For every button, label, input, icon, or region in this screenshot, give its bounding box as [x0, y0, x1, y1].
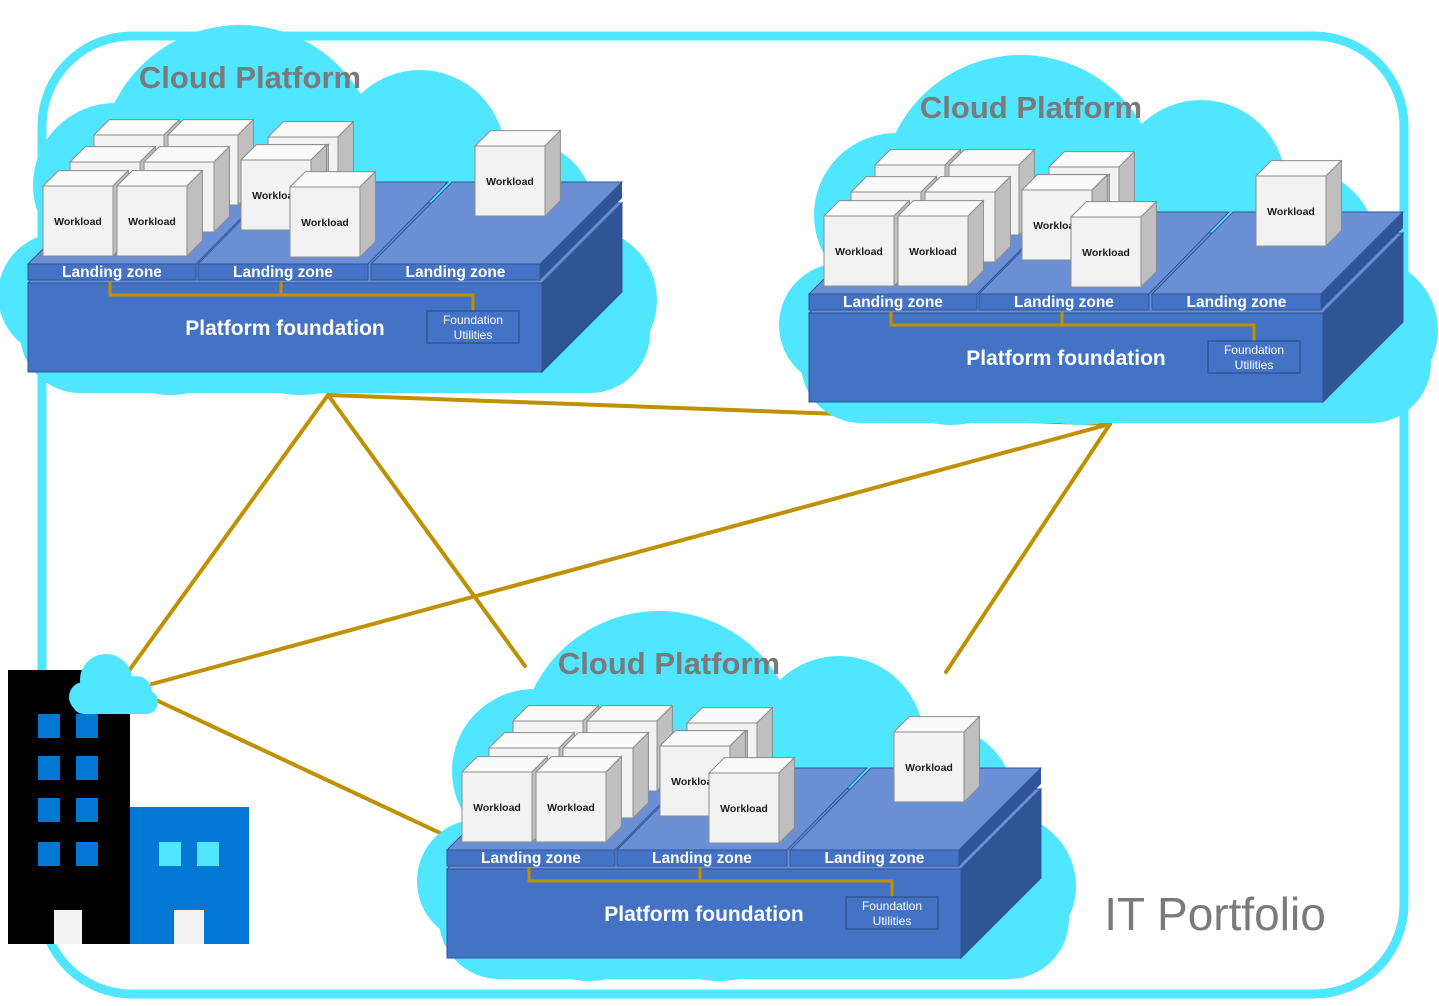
- workload-cube: Workload: [1254, 159, 1343, 248]
- foundation-utilities-label: Foundation: [443, 313, 503, 327]
- landing-zone-label: Landing zone: [843, 294, 943, 311]
- platform-foundation-label: Platform foundation: [966, 347, 1165, 370]
- connection-line: [126, 393, 330, 674]
- platform-foundation-label: Platform foundation: [185, 317, 384, 340]
- workload-cube: Workload: [115, 169, 204, 258]
- connection-line: [154, 698, 457, 842]
- landing-zone-label: Landing zone: [406, 264, 506, 281]
- workload-label: Workload: [1267, 206, 1315, 218]
- workload-label: Workload: [835, 246, 883, 258]
- it-portfolio-label: IT Portfolio: [1104, 888, 1326, 940]
- connection-line: [150, 422, 1112, 686]
- landing-zone-label: Landing zone: [1187, 294, 1287, 311]
- landing-zone-label: Landing zone: [652, 850, 752, 867]
- landing-zone-side: [1321, 212, 1403, 310]
- workload-label: Workload: [54, 216, 102, 228]
- landing-zone-label: Landing zone: [481, 850, 581, 867]
- workload-label: Workload: [671, 776, 719, 788]
- landing-zone-connectors: [889, 311, 1256, 342]
- workload-cube: Workload: [896, 199, 985, 288]
- landing-zone-label: Landing zone: [825, 850, 925, 867]
- workload-label: Workload: [486, 176, 534, 188]
- workload-label: Workload: [547, 802, 595, 814]
- on-premises-building-icon: [8, 654, 249, 944]
- tower-windows: [38, 714, 98, 866]
- annex-door: [174, 910, 204, 944]
- foundation-utilities-label: Utilities: [1235, 358, 1274, 372]
- landing-zone-connectors: [527, 867, 894, 898]
- foundation-utilities-label: Utilities: [873, 914, 912, 928]
- landing-zone: Landing zone: [1150, 211, 1405, 311]
- tower-door: [54, 910, 82, 944]
- landing-zone-connectors: [108, 281, 475, 312]
- workload-cube: Workload: [460, 755, 549, 844]
- workload-label: Workload: [905, 762, 953, 774]
- cloud-platform-title: Cloud Platform: [920, 90, 1142, 125]
- workload-cube: Workload: [41, 169, 130, 258]
- landing-zone: Landing zone: [369, 181, 624, 281]
- workload-cube: Workload: [473, 129, 562, 218]
- connection-line: [326, 393, 527, 668]
- workload-cube: Workload: [534, 755, 623, 844]
- workload-label: Workload: [473, 802, 521, 814]
- foundation-utilities-label: Foundation: [1224, 343, 1284, 357]
- workload-label: Workload: [128, 216, 176, 228]
- workload-label: Workload: [301, 217, 349, 229]
- cloud-icon: [69, 654, 158, 714]
- annex-window: [197, 842, 219, 866]
- connection-line: [944, 422, 1112, 674]
- workload-cube: Workload: [1069, 200, 1158, 289]
- workload-cube: Workload: [822, 199, 911, 288]
- building-tower: [8, 670, 130, 944]
- cloud-platform-title: Cloud Platform: [558, 646, 780, 681]
- annex-window: [159, 842, 181, 866]
- workload-cube: Workload: [892, 715, 981, 804]
- workload-cube: Workload: [288, 170, 377, 259]
- it-portfolio-border: [37, 31, 1409, 999]
- cloud-platform-title: Cloud Platform: [139, 60, 361, 95]
- foundation-utilities-label: Foundation: [862, 899, 922, 913]
- landing-zone-label: Landing zone: [62, 264, 162, 281]
- landing-zone-side: [540, 182, 622, 280]
- workload-label: Workload: [1033, 220, 1081, 232]
- landing-zone-label: Landing zone: [233, 264, 333, 281]
- workload-label: Workload: [909, 246, 957, 258]
- workload-label: Workload: [252, 190, 300, 202]
- workload-label: Workload: [1082, 247, 1130, 259]
- workload-label: Workload: [720, 803, 768, 815]
- platform-foundation-label: Platform foundation: [604, 903, 803, 926]
- foundation-utilities-label: Utilities: [454, 328, 493, 342]
- landing-zone-label: Landing zone: [1014, 294, 1114, 311]
- workload-cube: Workload: [707, 756, 796, 845]
- landing-zone-side: [959, 768, 1041, 866]
